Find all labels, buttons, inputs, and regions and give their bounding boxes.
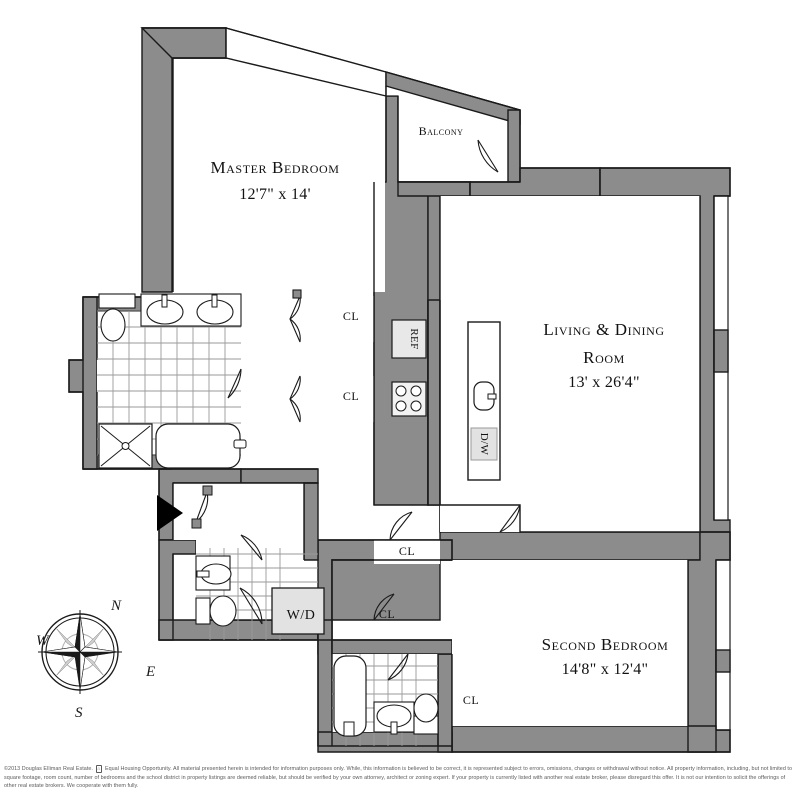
stove-icon: [391, 381, 427, 417]
disclaimer-body: All material presented herein is intende…: [4, 766, 793, 790]
closet-label-hall-upper: CL: [398, 544, 416, 558]
copyright-text: ©2013 Douglas Elliman Real Estate.: [4, 766, 93, 772]
hall-closet-swings: [373, 511, 413, 621]
balcony-door-swing: [477, 139, 499, 173]
appliance-label-refrigerator: REF: [408, 328, 420, 350]
room-dimensions-living-dining: 13' x 26'4": [568, 374, 640, 391]
closet-label-second-bath: CL: [462, 693, 480, 707]
room-label-balcony: Balcony: [418, 124, 464, 138]
compass-label-west: W: [36, 633, 49, 649]
room-dimensions-second-bedroom: 14'8" x 12'4": [561, 661, 649, 678]
compass-label-east: E: [146, 664, 156, 680]
closet-door-swings: [289, 289, 302, 423]
room-label-second-bedroom: Second Bedroom: [541, 635, 669, 654]
kitchen: [391, 319, 501, 481]
entry-arrow-icon: [157, 485, 213, 531]
compass-label-north: N: [111, 598, 122, 614]
appliance-label-dishwasher: D/W: [478, 432, 490, 456]
powder-room-fixtures: [195, 534, 325, 640]
refrigerator-icon: [391, 319, 427, 359]
compass-rose-icon: [38, 610, 122, 694]
room-label-living-dining-line2: Room: [583, 348, 625, 367]
closet-label-hall-lower: CL: [378, 607, 396, 621]
second-bathroom-fixtures: [332, 653, 439, 746]
appliance-label-washer-dryer: W/D: [286, 608, 316, 623]
living-room-door-swing: [499, 504, 521, 533]
washer-dryer-icon: [271, 587, 325, 635]
closet-label-upper: CL: [342, 309, 360, 323]
room-label-master-bedroom: Master Bedroom: [210, 158, 340, 177]
room-dimensions-master-bedroom: 12'7" x 14': [239, 186, 311, 203]
master-bathroom-fixtures: [97, 293, 247, 469]
legal-disclaimer: ©2013 Douglas Elliman Real Estate. ⌂ Equ…: [4, 765, 796, 791]
equal-housing-text: Equal Housing Opportunity.: [104, 766, 172, 772]
room-label-living-dining: Living & Dining: [543, 320, 665, 339]
dishwasher-icon: [470, 427, 498, 461]
equal-housing-opportunity-icon: ⌂: [95, 765, 103, 773]
compass-label-south: S: [75, 705, 83, 721]
closet-label-lower: CL: [342, 389, 360, 403]
